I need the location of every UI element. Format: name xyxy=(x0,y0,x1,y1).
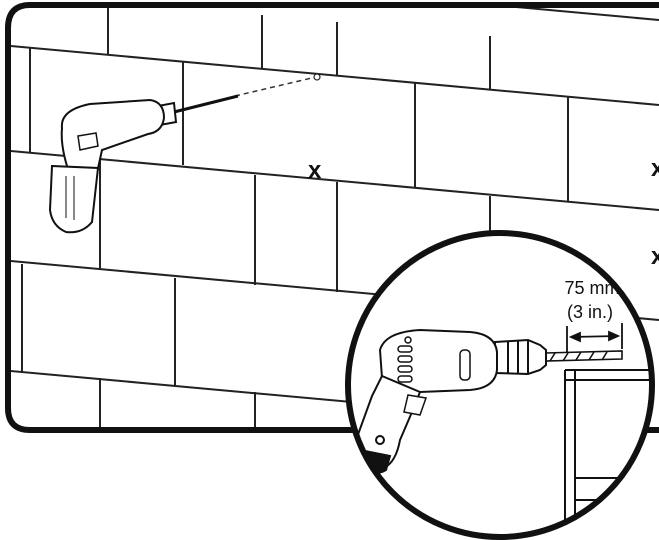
edge-mark-lower: x xyxy=(651,243,659,270)
pilot-hole-circle xyxy=(313,73,321,81)
drill-bit-icon xyxy=(544,350,623,362)
depth-label-in: (3 in.) xyxy=(567,302,613,322)
magnified-detail: 75 mm (3 in.) xyxy=(345,230,655,540)
magnifier-outline xyxy=(345,230,655,540)
drill-axis-dashed-line xyxy=(234,76,317,97)
edge-mark-upper: x xyxy=(651,155,659,182)
power-drill-icon xyxy=(48,94,239,234)
depth-dimension xyxy=(566,323,623,352)
depth-label-mm: 75 mm xyxy=(564,278,619,298)
drill-point-mark: x xyxy=(308,157,322,184)
wall-panel-border xyxy=(5,2,659,433)
power-drill-detail-icon xyxy=(353,328,547,474)
